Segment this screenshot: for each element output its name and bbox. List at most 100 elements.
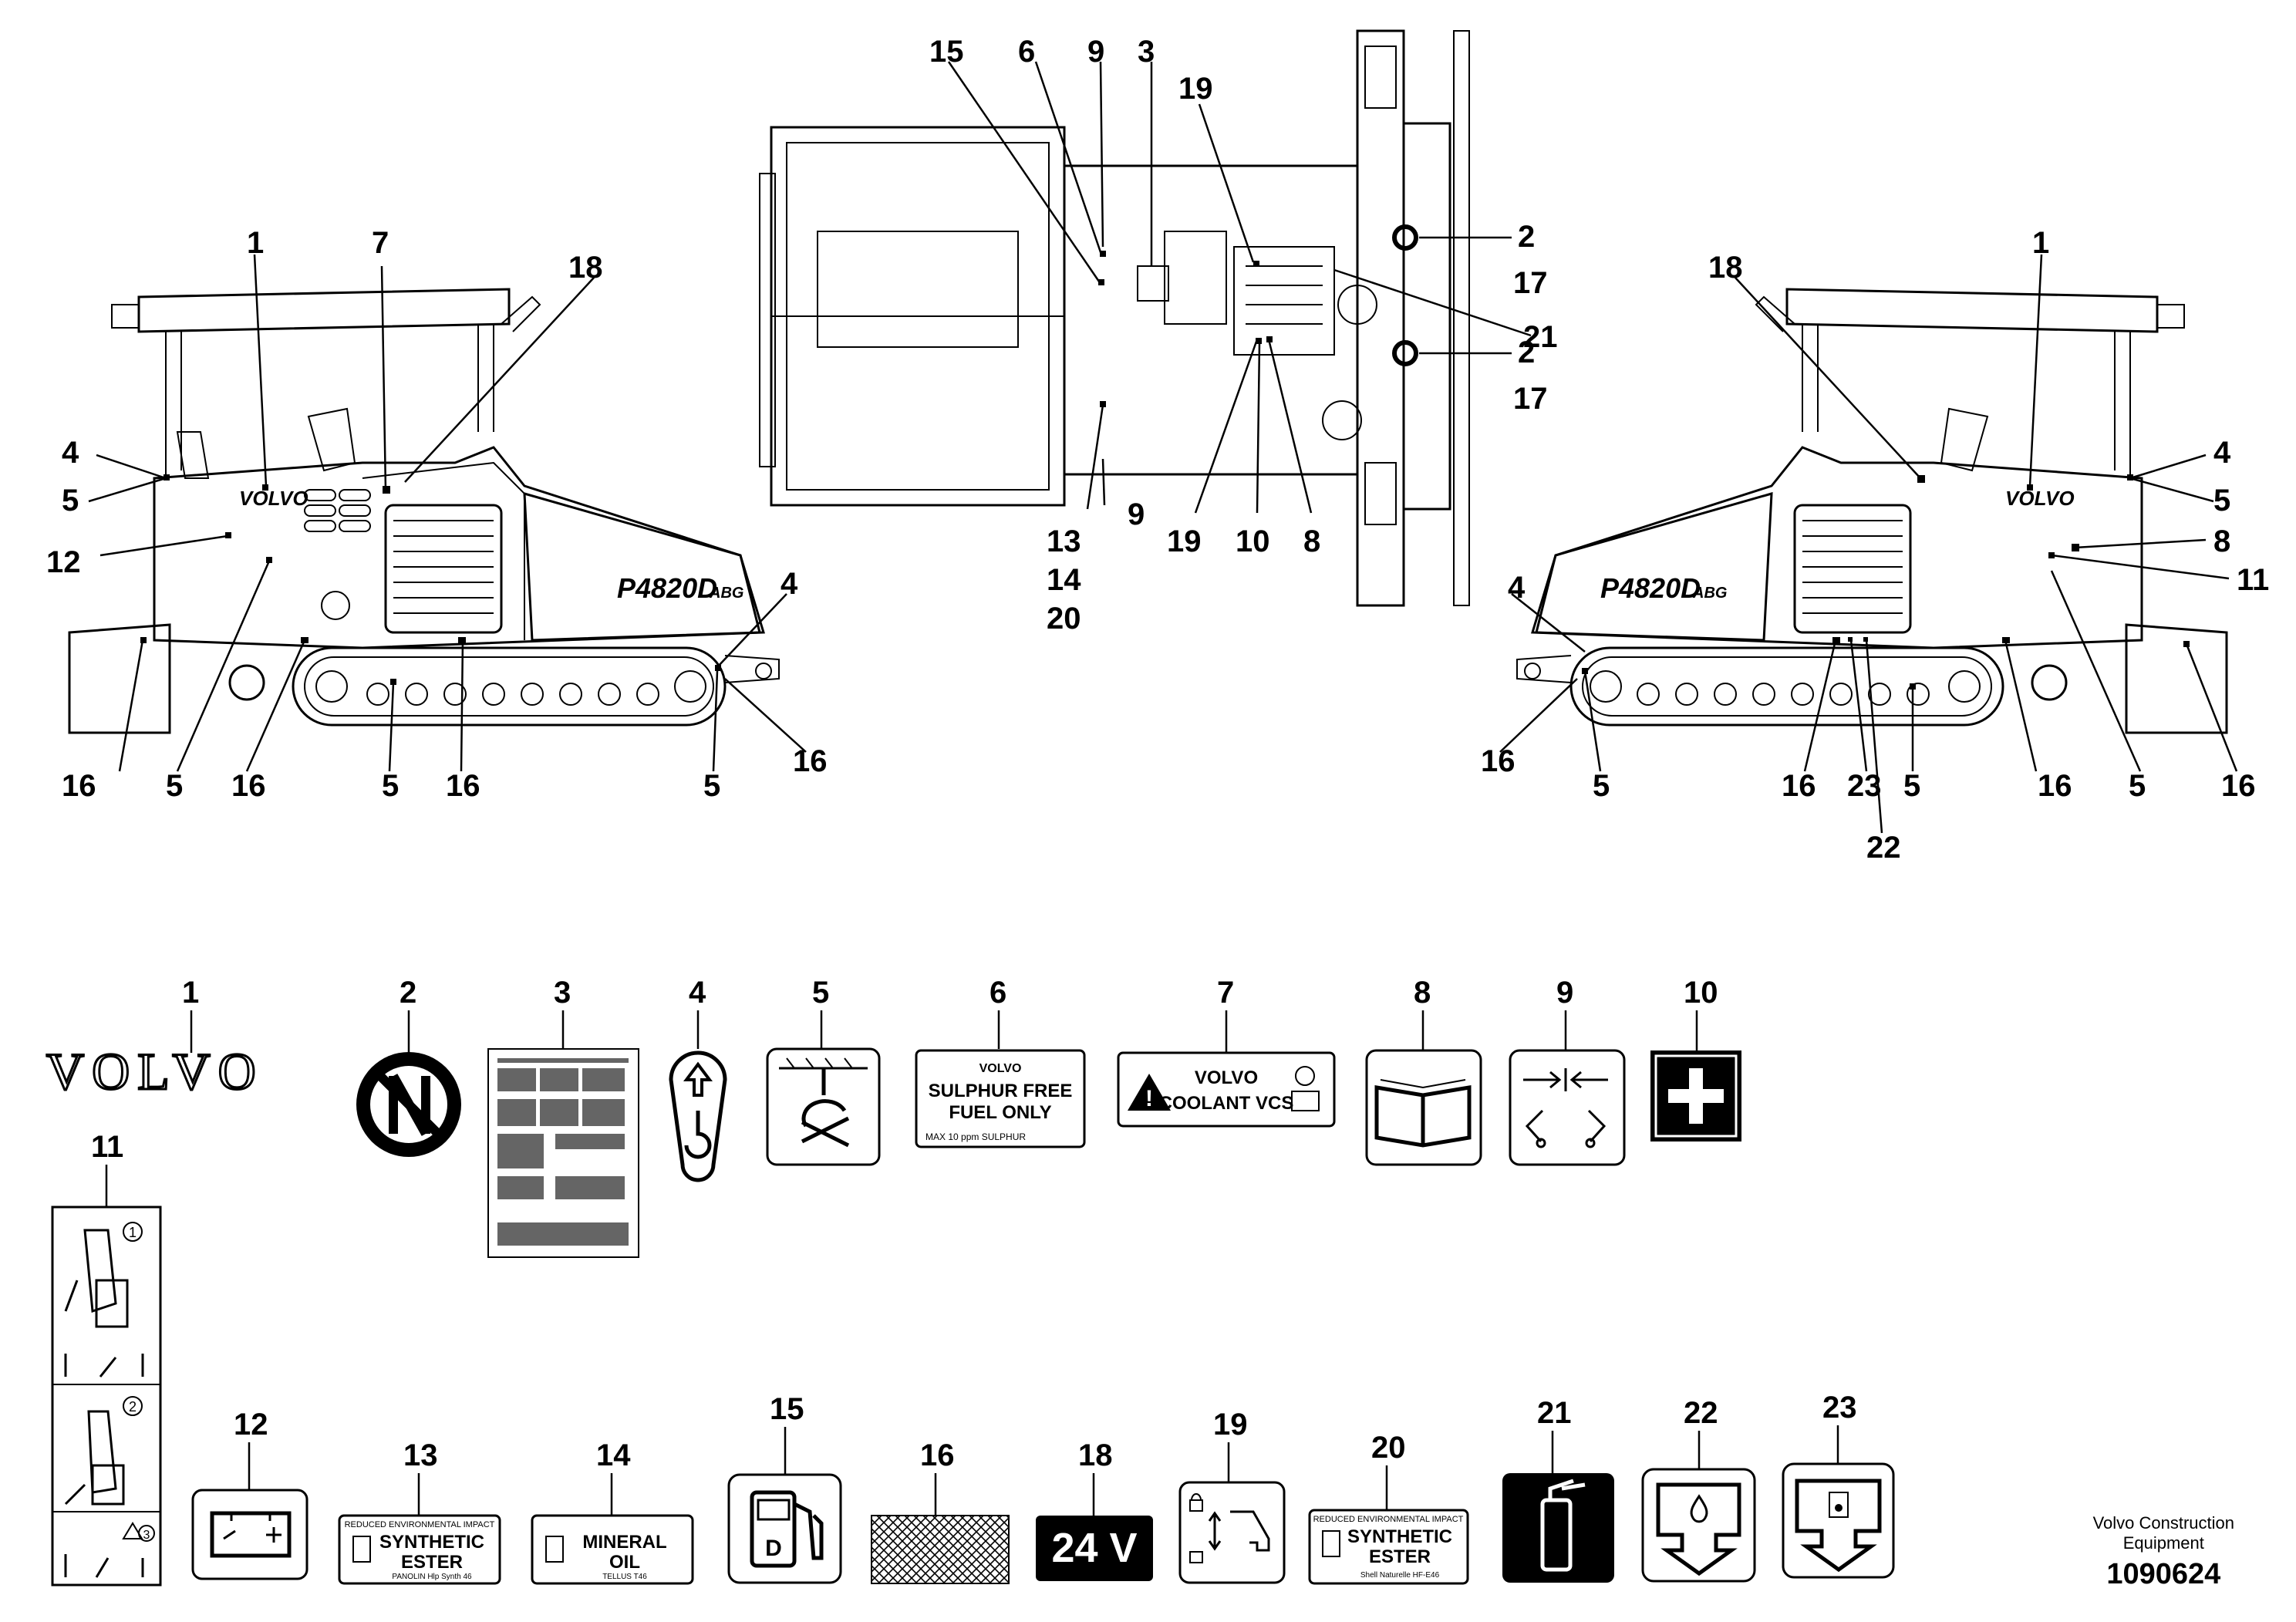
pull-lever-icon [64, 1280, 144, 1378]
decal-23: 23 [1782, 1391, 1895, 1579]
decal-18: 18 24 V [1036, 1438, 1153, 1581]
decal-22: 22 [1641, 1396, 1756, 1583]
decal-7: 7 ! VOLVO COOLANT VCS [1117, 976, 1336, 1128]
left-side-view: P4820D ABG VOLVO [46, 226, 828, 803]
svg-text:12: 12 [234, 1408, 268, 1442]
svg-text:11: 11 [91, 1130, 123, 1164]
callout-19: 19 [1167, 524, 1202, 558]
callout-8: 8 [1303, 524, 1320, 558]
svg-text:TELLUS T46: TELLUS T46 [602, 1573, 647, 1581]
decal-2: 2 [356, 976, 461, 1157]
lock-icon [1189, 1499, 1203, 1512]
svg-text:D: D [765, 1536, 782, 1561]
svg-text:COOLANT VCS: COOLANT VCS [1159, 1093, 1294, 1114]
svg-text:13: 13 [403, 1438, 438, 1472]
callout-15: 15 [929, 35, 964, 69]
callout-5: 5 [703, 769, 720, 803]
svg-text:2: 2 [400, 976, 416, 1010]
right-model-suffix: ABG [1692, 585, 1727, 602]
oil-can-icon [352, 1536, 371, 1563]
svg-text:SULPHUR FREE: SULPHUR FREE [929, 1081, 1073, 1101]
decal-21: 21 [1502, 1396, 1614, 1583]
top-view: 15 6 9 3 19 2 17 21 2 17 13 14 20 9 19 1… [759, 29, 1558, 636]
callout-5: 5 [2129, 769, 2146, 803]
svg-text:ESTER: ESTER [401, 1552, 463, 1573]
svg-text:PANOLIN Hlp Synth 46: PANOLIN Hlp Synth 46 [392, 1573, 472, 1581]
maker-name-line1: Volvo Construction [2092, 1513, 2234, 1533]
callout-14: 14 [1047, 563, 1081, 597]
svg-text:MINERAL: MINERAL [582, 1532, 666, 1553]
decal-20: 20 REDUCED ENVIRONMENTAL IMPACT SYNTHETI… [1308, 1431, 1469, 1585]
callout-16: 16 [62, 769, 96, 803]
callout-5: 5 [62, 484, 79, 518]
callout-19: 19 [1178, 72, 1213, 106]
callout-5: 5 [166, 769, 183, 803]
svg-text:VOLVO: VOLVO [979, 1062, 1022, 1075]
fire-extinguisher-icon [1540, 1498, 1573, 1572]
callout-9: 9 [1128, 497, 1145, 531]
decal-13: 13 REDUCED ENVIRONMENTAL IMPACT SYNTHETI… [338, 1438, 501, 1585]
left-model-badge: P4820D [617, 572, 717, 604]
svg-text:4: 4 [689, 976, 706, 1010]
manual-book-icon [1374, 1085, 1472, 1148]
decal-8: 8 [1365, 976, 1482, 1166]
callout-1: 1 [247, 226, 264, 260]
decal-16: 16 [871, 1438, 1010, 1584]
decal-14: 14 MINERAL OIL TELLUS T46 [531, 1438, 694, 1585]
svg-text:21: 21 [1537, 1396, 1572, 1430]
callout-23: 23 [1847, 769, 1882, 803]
svg-text:10: 10 [1684, 976, 1718, 1010]
callout-21: 21 [1523, 320, 1558, 354]
svg-text:9: 9 [1556, 976, 1573, 1010]
decal-4: 4 [669, 976, 727, 1182]
decal-15: 15 D [727, 1392, 842, 1584]
decal-3: 3 [487, 976, 639, 1258]
oil-can-icon [1322, 1530, 1340, 1557]
callout-22: 22 [1866, 831, 1901, 865]
callout-2: 2 [1518, 336, 1535, 369]
document-footer: Volvo Construction Equipment 1090624 [2093, 1513, 2234, 1591]
svg-text:3: 3 [554, 976, 571, 1010]
callout-20: 20 [1047, 602, 1081, 636]
svg-text:20: 20 [1371, 1431, 1406, 1465]
svg-text:16: 16 [920, 1438, 955, 1472]
fill-arrow-icon [1795, 1479, 1882, 1573]
lashing-icon [801, 1068, 850, 1148]
callout-18: 18 [568, 251, 603, 285]
svg-text:18: 18 [1078, 1438, 1113, 1472]
right-side-view: P4820D ABG VOLVO [1481, 226, 2269, 865]
svg-text:8: 8 [1414, 976, 1431, 1010]
document-number: 1090624 [2106, 1558, 2221, 1590]
svg-text:15: 15 [770, 1392, 804, 1426]
callout-11: 11 [2237, 563, 2269, 597]
callout-12: 12 [46, 545, 81, 579]
oil-can-icon [545, 1536, 564, 1563]
voltage-label: 24 V [1051, 1525, 1137, 1571]
callout-5: 5 [1903, 769, 1920, 803]
left-brand-badge: VOLVO [239, 487, 308, 510]
callout-5: 5 [1593, 769, 1610, 803]
fuel-pump-icon [750, 1490, 797, 1568]
right-brand-badge: VOLVO [2005, 487, 2075, 510]
decal-19: 19 [1178, 1408, 1286, 1584]
callout-5: 5 [382, 769, 399, 803]
callout-16: 16 [2221, 769, 2256, 803]
svg-text:23: 23 [1822, 1391, 1857, 1425]
callout-16: 16 [2038, 769, 2072, 803]
instruction-sheet-icon [497, 1058, 629, 1246]
decal-1: 1 VOLVO [46, 976, 258, 1102]
svg-text:7: 7 [1217, 976, 1234, 1010]
svg-text:6: 6 [990, 976, 1006, 1010]
callout-16: 16 [1782, 769, 1816, 803]
maker-name-line2: Equipment [2122, 1533, 2204, 1553]
top-callout-labels: 15 6 9 3 19 2 17 21 2 17 13 14 20 9 19 1… [929, 35, 1558, 636]
svg-text:FUEL ONLY: FUEL ONLY [949, 1102, 1051, 1123]
decal-6: 6 VOLVO SULPHUR FREE FUEL ONLY MAX 10 pp… [915, 976, 1086, 1148]
callout-1: 1 [2032, 226, 2049, 260]
callout-13: 13 [1047, 524, 1081, 558]
svg-text:OIL: OIL [609, 1552, 640, 1573]
fill-arrow-icon [1656, 1482, 1741, 1576]
callout-8: 8 [2213, 524, 2230, 558]
svg-text:5: 5 [812, 976, 829, 1010]
svg-text:ESTER: ESTER [1369, 1546, 1431, 1567]
